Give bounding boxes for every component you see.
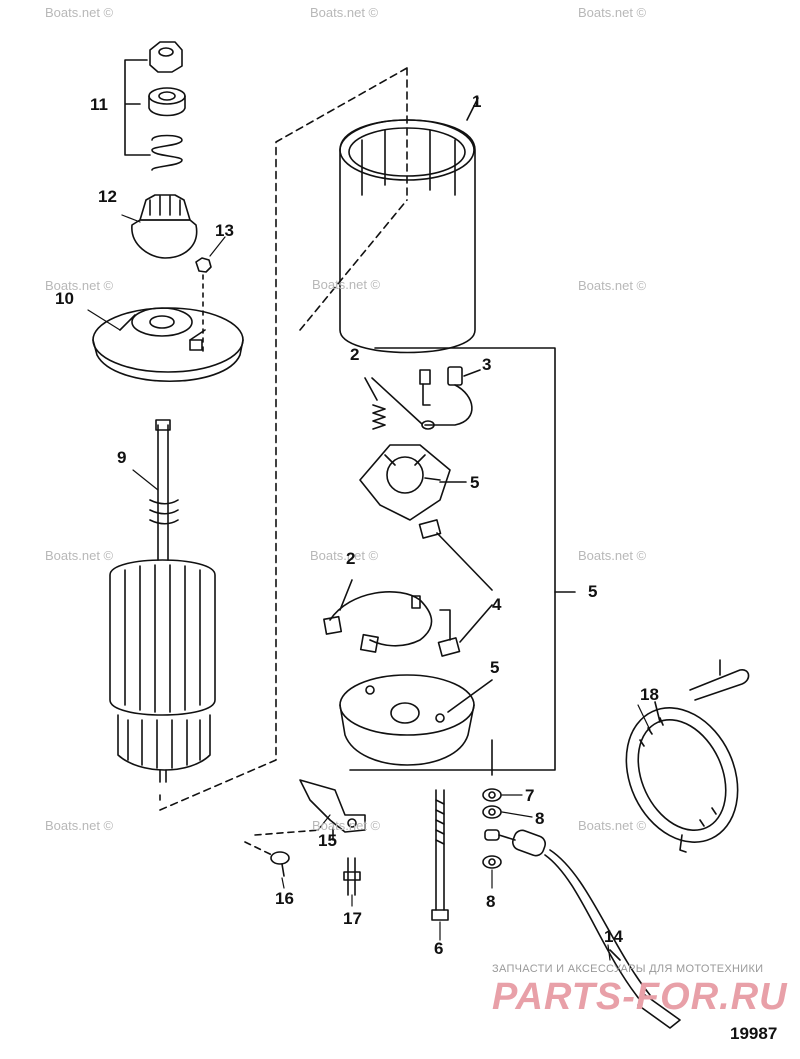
part-8-washer-lower[interactable]	[482, 855, 502, 869]
callout-leaders	[87, 214, 651, 961]
callout-15[interactable]: 15	[318, 831, 337, 850]
housing-bracket-line	[159, 67, 408, 811]
callout-7[interactable]: 7	[525, 786, 535, 805]
watermark: Boats.net ©	[578, 5, 647, 20]
part-13-nut[interactable]	[195, 257, 212, 356]
shop-tagline: ЗАПЧАСТИ И АКСЕССУАРЫ ДЛЯ МОТОТЕХНИКИ	[492, 963, 764, 975]
watermark: Boats.net ©	[45, 818, 114, 833]
watermark: Boats.net ©	[45, 548, 114, 563]
callout-8[interactable]: 8	[535, 809, 545, 828]
callout-13[interactable]: 13	[215, 221, 234, 240]
watermark: Boats.net ©	[312, 277, 381, 292]
watermark: Boats.net ©	[578, 818, 647, 833]
part-18-magnet-ring[interactable]	[605, 659, 758, 860]
watermark: Boats.net ©	[310, 5, 379, 20]
callout-2[interactable]: 2	[346, 549, 356, 568]
part-5-assembly-bracket	[349, 347, 576, 771]
watermark: Boats.net ©	[578, 548, 647, 563]
part-9-armature[interactable]	[109, 419, 216, 806]
callout-1[interactable]: 1	[472, 92, 482, 111]
part-1-frame[interactable]	[339, 97, 479, 354]
part-14-cable[interactable]	[484, 828, 681, 1029]
part-7-nut[interactable]	[482, 739, 502, 802]
part-16-screw[interactable]	[244, 829, 321, 877]
part-11-leader	[124, 59, 151, 156]
part-10-drive-end-cap[interactable]	[92, 307, 244, 383]
part-11-nut[interactable]	[149, 41, 183, 73]
callout-5[interactable]: 5	[490, 658, 500, 677]
diagram-number: 19987	[730, 1024, 778, 1043]
callout-16[interactable]: 16	[275, 889, 294, 908]
part-12-pinion[interactable]	[131, 194, 198, 259]
callout-14[interactable]: 14	[604, 927, 623, 946]
callout-11[interactable]: 11	[90, 95, 108, 114]
part-17-screw[interactable]	[343, 857, 361, 896]
watermark: Boats.net ©	[310, 548, 379, 563]
part-4-leader	[436, 532, 493, 643]
part-5-end-cap[interactable]	[339, 674, 493, 766]
part-11-spacer[interactable]	[148, 87, 186, 117]
part-6-through-bolt[interactable]	[431, 789, 449, 921]
shop-logo: PARTS-FOR.RU	[492, 976, 788, 1018]
part-15-mounting-bracket[interactable]	[299, 779, 366, 841]
callout-12[interactable]: 12	[98, 187, 117, 206]
watermark: Boats.net ©	[45, 278, 114, 293]
callout-3[interactable]: 3	[482, 355, 492, 374]
part-3-brush-lead[interactable]	[419, 366, 481, 426]
part-2-brushes-lower[interactable]	[323, 579, 461, 657]
part-2-brush-spring-upper[interactable]	[364, 377, 435, 430]
watermark: Boats.net ©	[312, 818, 381, 833]
part-5-brush-holder[interactable]	[359, 444, 467, 539]
callout-4[interactable]: 4	[492, 595, 502, 614]
callout-8[interactable]: 8	[486, 892, 496, 911]
watermark: Boats.net ©	[578, 278, 647, 293]
callout-10[interactable]: 10	[55, 289, 74, 308]
callout-5[interactable]: 5	[470, 473, 480, 492]
part-8-washer-upper[interactable]	[482, 805, 502, 819]
watermark: Boats.net ©	[45, 5, 114, 20]
callout-2[interactable]: 2	[350, 345, 360, 364]
callout-18[interactable]: 18	[640, 685, 659, 704]
part-11-spring[interactable]	[151, 134, 183, 171]
callout-5[interactable]: 5	[588, 582, 598, 601]
callout-6[interactable]: 6	[434, 939, 444, 958]
callout-9[interactable]: 9	[117, 448, 127, 467]
callout-17[interactable]: 17	[343, 909, 362, 928]
